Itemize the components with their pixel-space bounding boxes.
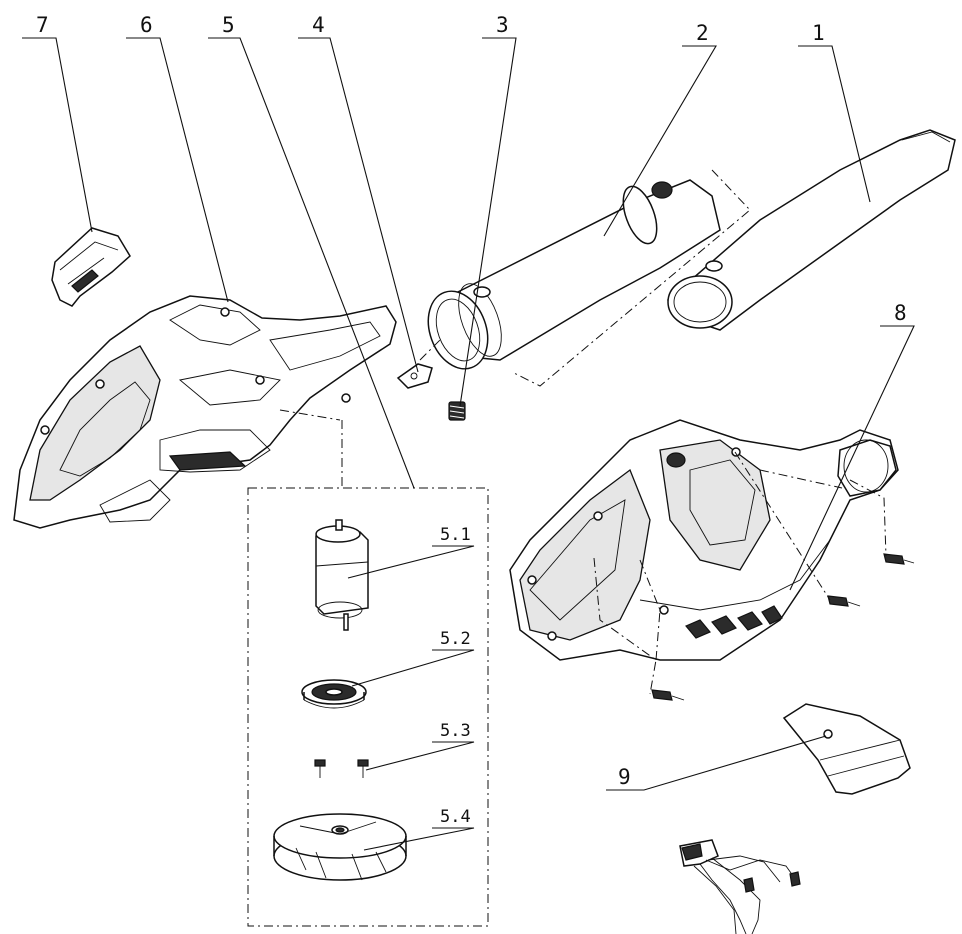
part-8-assembled-housing <box>509 419 899 661</box>
part-5-2-plate <box>301 679 367 709</box>
assembly-guide-lines <box>279 169 887 695</box>
callout-1: 1 <box>812 21 825 45</box>
part-1-nozzle <box>666 129 956 331</box>
screw-3 <box>883 553 915 565</box>
screw-2 <box>827 595 861 607</box>
callout-4: 4 <box>312 13 325 37</box>
part-5-3-screws <box>314 759 369 778</box>
leader-lines <box>22 37 915 851</box>
callout-7: 7 <box>36 13 49 37</box>
part-5-1-motor <box>315 519 369 631</box>
callout-8: 8 <box>894 301 907 325</box>
callout-5-4: 5.4 <box>440 807 471 827</box>
part-4-plate <box>396 363 433 389</box>
callout-5: 5 <box>222 13 235 37</box>
part-3-spring <box>448 401 466 421</box>
part-9-cover <box>782 703 911 795</box>
part-6-housing-half <box>13 295 397 529</box>
callout-3: 3 <box>496 13 509 37</box>
callout-5-1: 5.1 <box>440 525 471 545</box>
callout-9: 9 <box>618 765 631 789</box>
part-7-cover-clip <box>51 227 131 307</box>
part-2-tube <box>427 179 721 370</box>
part-5-detail-box <box>247 487 489 927</box>
callout-labels: 7 6 5 4 3 2 1 8 9 5.1 5.2 5.3 5.4 <box>36 13 907 827</box>
part-5-4-impeller <box>273 813 407 881</box>
callout-5-2: 5.2 <box>440 629 471 649</box>
callout-6: 6 <box>140 13 153 37</box>
callout-2: 2 <box>696 21 709 45</box>
callout-5-3: 5.3 <box>440 721 471 741</box>
screw-1 <box>651 689 685 701</box>
switch-with-wiring <box>679 839 801 934</box>
